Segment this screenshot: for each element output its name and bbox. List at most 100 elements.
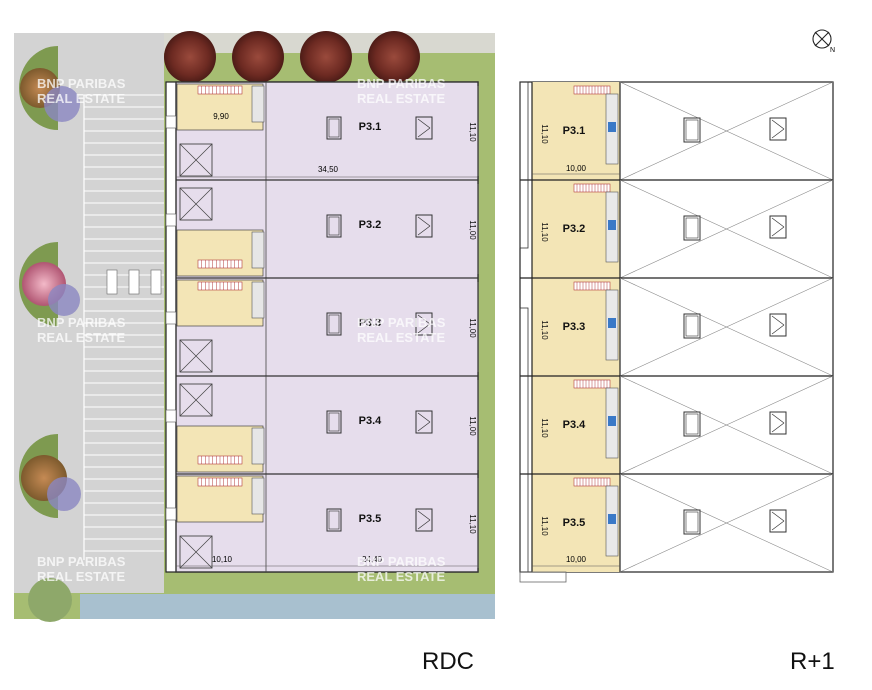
dock-door-icon <box>683 215 701 241</box>
upper-floor-title: R+1 <box>790 648 835 675</box>
sanitary-block <box>251 427 265 465</box>
door-mark <box>771 226 785 237</box>
bike-stand-icon <box>106 269 118 295</box>
sectional-door-icon <box>769 509 787 533</box>
door-mark <box>771 413 785 424</box>
sectional-door-icon <box>769 117 787 141</box>
unit-depth-dim: 11,00 <box>468 416 477 436</box>
void-cross <box>179 339 213 373</box>
sectional-door-icon <box>769 215 787 239</box>
dock-door-icon <box>683 411 701 437</box>
watermark-line1: BNP PARIBAS <box>37 76 126 91</box>
sanitary-block <box>251 85 265 123</box>
dock-door-icon <box>326 508 342 532</box>
watermark-line1: BNP PARIBAS <box>357 315 446 330</box>
ground-floor-title: RDC <box>422 648 474 675</box>
void-diagonal <box>619 81 834 181</box>
unit-label: P3.5 <box>359 513 382 525</box>
unit-label: P3.3 <box>563 321 586 333</box>
door-mark <box>417 314 431 325</box>
door-mark <box>771 324 785 335</box>
unit-label: P3.2 <box>359 219 382 231</box>
dock-door-inner <box>328 510 340 530</box>
upper-side-wall <box>519 81 529 249</box>
void-box <box>179 187 213 221</box>
tree-icon <box>28 578 72 622</box>
watermark: BNP PARIBAS REAL ESTATE <box>357 76 446 106</box>
void-diagonal <box>619 179 834 279</box>
sectional-door-icon <box>415 214 433 238</box>
upper-unit-row: P3.3 11,10 <box>520 277 834 377</box>
upper-unit-row: P3.5 11,10 <box>520 473 834 573</box>
entrance-door <box>165 409 177 423</box>
entrance-door <box>165 507 177 521</box>
dim-office-bottom: 10,10 <box>212 555 233 564</box>
dock-door-icon <box>326 214 342 238</box>
watermark-line2: REAL ESTATE <box>357 91 445 106</box>
door-mark <box>417 412 431 423</box>
sectional-door-icon <box>415 116 433 140</box>
watermark-line2: REAL ESTATE <box>357 569 445 584</box>
shade-icon <box>47 477 81 511</box>
watermarks: BNP PARIBAS REAL ESTATE BNP PARIBAS REAL… <box>37 76 446 584</box>
sectional-door-icon <box>415 508 433 532</box>
unit-depth-dim: 11,00 <box>468 220 477 240</box>
watermark-line2: REAL ESTATE <box>37 330 125 345</box>
unit-label: P3.5 <box>563 517 586 529</box>
entrance-door <box>165 213 177 227</box>
dock-door-icon <box>683 117 701 143</box>
sectional-door-icon <box>769 411 787 435</box>
accessible-wc-icon <box>608 318 616 328</box>
bike-stand-icon <box>150 269 162 295</box>
door-mark <box>771 128 785 139</box>
accessible-wc-icon <box>608 416 616 426</box>
ground-unit-row: P3.5 11,10 <box>165 473 479 572</box>
unit-depth-dim: 11,10 <box>540 516 549 536</box>
accessible-wc-icon <box>608 122 616 132</box>
dock-door-inner <box>328 216 340 236</box>
watermark: BNP PARIBAS REAL ESTATE <box>37 76 126 106</box>
tree-icon <box>300 31 352 83</box>
watermark-line1: BNP PARIBAS <box>357 76 446 91</box>
dock-door-icon <box>326 312 342 336</box>
dock-door-icon <box>683 313 701 339</box>
dock-door-inner <box>685 511 699 533</box>
dock-door-inner <box>328 314 340 334</box>
watermark: BNP PARIBAS REAL ESTATE <box>37 315 126 345</box>
unit-label: P3.3 <box>359 317 382 329</box>
upper-unit-rows: P3.111,10P3.211,10P3.311,10P3.411,10P3.5… <box>519 81 834 573</box>
unit-depth-dim: 11,10 <box>468 122 477 142</box>
door-mark <box>771 119 785 130</box>
tree-icon <box>164 31 216 83</box>
dock-door-inner <box>328 412 340 432</box>
unit-label: P3.4 <box>563 419 587 431</box>
door-mark <box>417 421 431 432</box>
sanitary-block <box>251 281 265 319</box>
unit-depth-dim: 11,10 <box>540 124 549 144</box>
shade-icon <box>44 86 80 122</box>
sanitary-block <box>251 231 265 269</box>
unit-depth-dim: 11,10 <box>468 514 477 534</box>
watermark: BNP PARIBAS REAL ESTATE <box>37 554 126 584</box>
void-box <box>179 339 213 373</box>
entrance-door <box>165 115 177 129</box>
parking-bays <box>83 94 164 560</box>
door-mark <box>417 216 431 227</box>
upper-unit-row: P3.111,10 <box>540 81 834 181</box>
dock-door-inner <box>328 118 340 138</box>
unit-depth-dim: 11,10 <box>540 320 549 340</box>
dock-door-inner <box>685 413 699 435</box>
ground-unit-row: P3.2 11,00 <box>165 179 479 278</box>
unit-depth-dim: 11,10 <box>540 222 549 242</box>
door-mark <box>417 127 431 138</box>
sectional-door-icon <box>415 312 433 336</box>
door-mark <box>417 519 431 530</box>
watermark: BNP PARIBAS REAL ESTATE <box>357 554 446 584</box>
dock-door-icon <box>683 509 701 535</box>
upper-unit-row: P3.211,10 <box>520 179 834 279</box>
void-box <box>179 143 213 177</box>
void-box <box>179 535 213 569</box>
